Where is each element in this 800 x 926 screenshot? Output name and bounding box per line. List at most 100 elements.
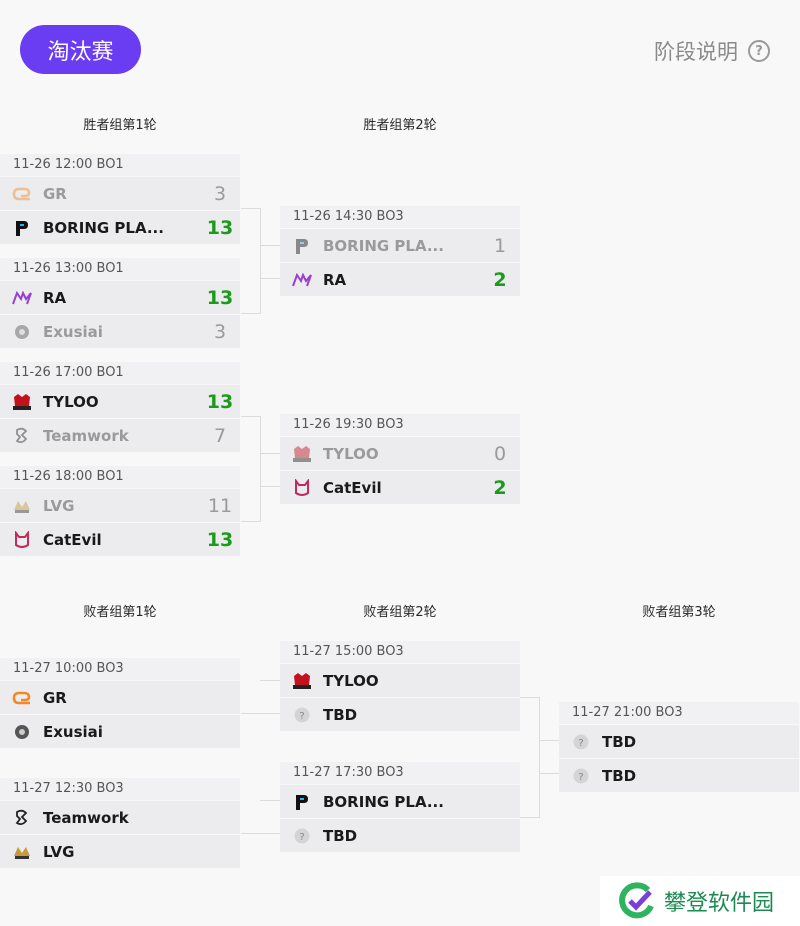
team-score: 13 <box>206 528 234 551</box>
team-name: TYLOO <box>43 392 99 411</box>
team-score: 1 <box>493 234 507 257</box>
match-card[interactable]: 11-27 21:00 BO3 ? TBD ? TBD <box>559 702 799 792</box>
team-score: 3 <box>213 320 227 343</box>
match-card[interactable]: 11-27 12:30 BO3 Teamwork LVG <box>0 778 240 868</box>
team-name: TBD <box>323 826 358 845</box>
round-title-upper-2: 胜者组第2轮 <box>363 118 437 133</box>
team-score: 13 <box>206 286 234 309</box>
catevil-logo-icon <box>292 478 312 498</box>
team-row[interactable]: TYLOO 0 <box>280 436 520 470</box>
bracket-connector <box>241 713 280 714</box>
team-name: LVG <box>43 496 75 515</box>
team-name: TBD <box>602 732 637 751</box>
team-score: 13 <box>206 216 234 239</box>
teamwork-logo-icon <box>12 808 32 828</box>
team-row[interactable]: BORING PLA... 13 <box>0 210 240 244</box>
team-score: 2 <box>493 476 507 499</box>
team-row[interactable]: ? TBD <box>280 818 520 852</box>
match-info: 11-26 18:00 BO1 <box>0 466 240 488</box>
teamwork-logo-icon <box>12 426 32 446</box>
tbd-placeholder-icon: ? <box>292 826 312 846</box>
lvg-logo-icon <box>12 496 32 516</box>
team-row[interactable]: Exusiai <box>0 714 240 748</box>
bracket-connector <box>260 416 261 522</box>
match-info: 11-26 14:30 BO3 <box>280 206 520 228</box>
match-card[interactable]: 11-27 15:00 BO3 TYLOO ? TBD <box>280 641 520 731</box>
bracket-connector <box>260 208 261 314</box>
team-row[interactable]: GR <box>0 680 240 714</box>
team-name: Exusiai <box>43 322 103 341</box>
bracket-connector <box>241 416 261 417</box>
bracket-connector <box>260 486 280 487</box>
team-row[interactable]: LVG 11 <box>0 488 240 522</box>
gr-logo-icon <box>12 688 32 708</box>
match-card[interactable]: 11-26 12:00 BO1 GR 3 BORING PLA... 13 <box>0 154 240 244</box>
team-row[interactable]: TYLOO 13 <box>0 384 240 418</box>
team-score: 13 <box>206 390 234 413</box>
team-row[interactable]: LVG <box>0 834 240 868</box>
team-row[interactable]: Teamwork 7 <box>0 418 240 452</box>
tbd-placeholder-icon: ? <box>571 732 591 752</box>
team-name: RA <box>323 270 347 289</box>
bracket-connector <box>539 740 559 741</box>
team-score: 3 <box>213 182 227 205</box>
team-row[interactable]: ? TBD <box>559 724 799 758</box>
bracket-connector <box>260 453 280 454</box>
ra-logo-icon <box>292 270 312 290</box>
tyloo-logo-icon <box>292 444 312 464</box>
match-info: 11-27 12:30 BO3 <box>0 778 240 800</box>
match-info: 11-27 15:00 BO3 <box>280 641 520 663</box>
match-info: 11-27 10:00 BO3 <box>0 658 240 680</box>
watermark-logo-icon <box>618 882 656 920</box>
bracket-connector <box>241 208 261 209</box>
exusiai-logo-icon <box>12 322 32 342</box>
team-row[interactable]: Teamwork <box>0 800 240 834</box>
match-card[interactable]: 11-26 18:00 BO1 LVG 11 CatEvil 13 <box>0 466 240 556</box>
team-row[interactable]: CatEvil 2 <box>280 470 520 504</box>
team-score: 0 <box>493 442 507 465</box>
svg-text:?: ? <box>578 772 583 783</box>
team-row[interactable]: BORING PLA... 1 <box>280 228 520 262</box>
match-card[interactable]: 11-26 19:30 BO3 TYLOO 0 CatEvil 2 <box>280 414 520 504</box>
exusiai-logo-icon <box>12 722 32 742</box>
team-row[interactable]: RA 13 <box>0 280 240 314</box>
svg-text:?: ? <box>299 832 304 843</box>
stage-knockout-button[interactable]: 淘汰赛 <box>20 25 141 74</box>
bracket-connector <box>241 313 261 314</box>
team-name: TYLOO <box>323 444 379 463</box>
team-row[interactable]: TYLOO <box>280 663 520 697</box>
team-row[interactable]: GR 3 <box>0 176 240 210</box>
team-row[interactable]: ? TBD <box>559 758 799 792</box>
stage-help-label[interactable]: 阶段说明 <box>654 40 738 64</box>
match-card[interactable]: 11-26 14:30 BO3 BORING PLA... 1 RA 2 <box>280 206 520 296</box>
tyloo-logo-icon <box>12 392 32 412</box>
match-card[interactable]: 11-26 13:00 BO1 RA 13 Exusiai 3 <box>0 258 240 348</box>
bracket-connector <box>241 521 261 522</box>
team-score: 2 <box>493 268 507 291</box>
bracket-connector <box>539 697 540 818</box>
bracket-connector <box>539 773 559 774</box>
team-name: GR <box>43 184 67 203</box>
catevil-logo-icon <box>12 530 32 550</box>
bracket-connector <box>520 817 540 818</box>
match-card[interactable]: 11-26 17:00 BO1 TYLOO 13 Teamwork 7 <box>0 362 240 452</box>
team-name: RA <box>43 288 67 307</box>
team-name: Exusiai <box>43 722 103 741</box>
bracket-connector <box>260 800 280 801</box>
match-card[interactable]: 11-27 10:00 BO3 GR Exusiai <box>0 658 240 748</box>
team-row[interactable]: Exusiai 3 <box>0 314 240 348</box>
team-score: 7 <box>213 424 227 447</box>
round-title-upper-1: 胜者组第1轮 <box>83 118 157 133</box>
team-row[interactable]: ? TBD <box>280 697 520 731</box>
team-row[interactable]: CatEvil 13 <box>0 522 240 556</box>
question-icon[interactable]: ? <box>748 40 770 62</box>
boring-plan-logo-icon <box>12 218 32 238</box>
match-info: 11-26 17:00 BO1 <box>0 362 240 384</box>
ra-logo-icon <box>12 288 32 308</box>
tyloo-logo-icon <box>292 671 312 691</box>
stage-help[interactable]: 阶段说明 ? <box>654 36 770 66</box>
match-card[interactable]: 11-27 17:30 BO3 BORING PLA... ? TBD <box>280 762 520 852</box>
team-row[interactable]: RA 2 <box>280 262 520 296</box>
team-name: BORING PLA... <box>323 792 444 811</box>
team-row[interactable]: BORING PLA... <box>280 784 520 818</box>
